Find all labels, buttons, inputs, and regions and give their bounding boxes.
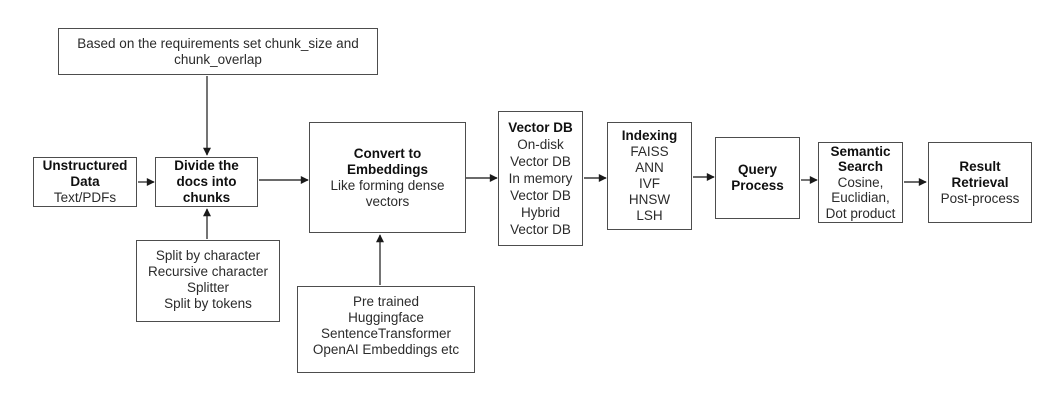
node-result-retrieval: Result Retrieval Post-process	[928, 142, 1032, 223]
node-title-line: Indexing	[621, 128, 678, 143]
node-indexing: Indexing FAISS ANN IVF HNSW LSH	[607, 122, 692, 230]
node-body-line: ANN	[635, 160, 664, 175]
node-title-line: Retrieval	[951, 174, 1009, 190]
node-body-line: Text/PDFs	[53, 190, 117, 205]
note-line: Split by tokens	[164, 296, 252, 311]
node-body-line: Euclidian,	[831, 190, 890, 206]
node-title-line: chunks	[182, 190, 231, 205]
note-line: Split by character	[155, 248, 261, 263]
node-title-line: Result	[959, 158, 1001, 174]
node-query-process: Query Process	[715, 137, 800, 219]
node-body-line: Post-process	[940, 190, 1020, 206]
node-convert-to-embeddings: Convert to Embeddings Like forming dense…	[309, 122, 466, 233]
note-line: Recursive character	[147, 264, 269, 279]
node-body-line: Vector DB	[510, 154, 571, 169]
node-title-line: Search	[837, 159, 884, 175]
note-line: chunk_overlap	[174, 51, 262, 67]
node-body-line: HNSW	[628, 192, 671, 207]
node-body-line: vectors	[365, 193, 410, 209]
note-line: Pre trained	[352, 294, 420, 309]
note-line: Based on the requirements set chunk_size…	[77, 35, 359, 51]
node-title-line: Vector DB	[508, 120, 573, 135]
node-title-line: Data	[70, 174, 100, 189]
node-body-line: Cosine,	[837, 174, 884, 190]
node-title-line: Unstructured	[42, 158, 128, 173]
node-body-line: Vector DB	[510, 222, 571, 237]
note-line: OpenAI Embeddings etc	[312, 342, 460, 357]
node-unstructured-data: Unstructured Data Text/PDFs	[33, 157, 137, 207]
node-body-line: Like forming dense	[330, 177, 445, 193]
note-line: SentenceTransformer	[320, 326, 452, 341]
note-line: Splitter	[186, 280, 230, 295]
node-semantic-search: Semantic Search Cosine, Euclidian, Dot p…	[818, 142, 903, 223]
node-body-line: Dot product	[825, 205, 896, 221]
note-chunk-settings: Based on the requirements set chunk_size…	[58, 28, 378, 75]
node-body-line: IVF	[638, 176, 660, 191]
node-title-line: Process	[731, 178, 784, 193]
node-divide-into-chunks: Divide the docs into chunks	[155, 157, 258, 207]
note-splitter-options: Split by character Recursive character S…	[136, 240, 280, 322]
node-body-line: Hybrid	[520, 205, 560, 220]
node-title-line: docs into	[176, 174, 237, 189]
node-body-line: LSH	[636, 208, 663, 223]
node-body-line: FAISS	[630, 144, 669, 159]
note-line: Huggingface	[348, 310, 424, 325]
node-title-line: Convert to	[353, 145, 422, 161]
note-embedding-models: Pre trained Huggingface SentenceTransfor…	[297, 286, 475, 373]
node-title-line: Query	[737, 162, 778, 177]
node-body-line: On-disk	[517, 137, 564, 152]
node-title-line: Divide the	[174, 158, 239, 173]
node-vector-db: Vector DB On-disk Vector DB In memory Ve…	[498, 111, 583, 246]
node-title-line: Embeddings	[346, 161, 428, 177]
node-body-line: In memory	[508, 171, 573, 186]
node-title-line: Semantic	[830, 143, 891, 159]
node-body-line: Vector DB	[510, 188, 571, 203]
